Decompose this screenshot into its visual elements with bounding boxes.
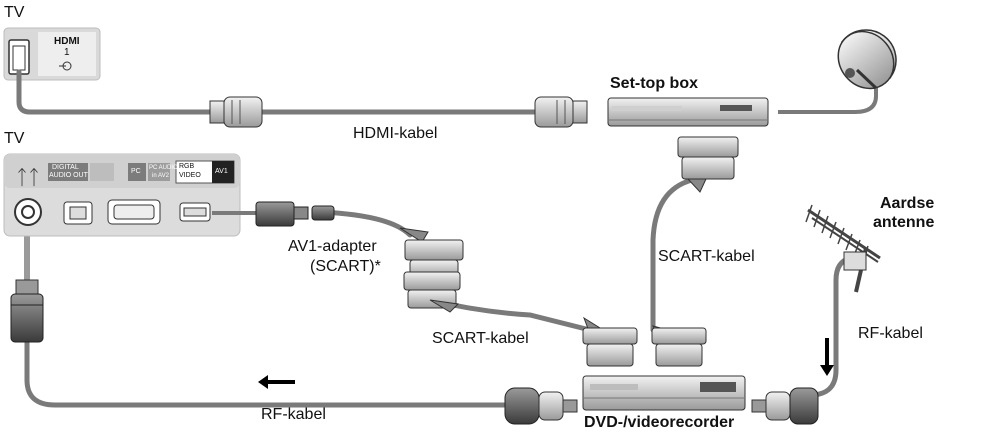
hdmi-port-label-line1: HDMI xyxy=(54,36,80,47)
scart-cable-middle-label: SCART-kabel xyxy=(432,330,529,347)
rf-cable-right-line xyxy=(807,255,853,398)
terrestrial-antenna xyxy=(805,204,881,293)
av1-adapter-plug xyxy=(212,201,335,227)
panel-digital-line1: DIGITAL xyxy=(52,164,79,171)
panel-video: VIDEO xyxy=(179,172,201,179)
rf-cable-bottom-label: RF-kabel xyxy=(261,406,326,423)
settop-box-device xyxy=(607,97,769,127)
scart-plug-settop xyxy=(677,136,739,193)
scart-plug-recorder-left xyxy=(582,316,638,367)
aardse-antenne-label-line2: antenne xyxy=(873,214,935,231)
recorder-device xyxy=(582,375,746,411)
rf-plug-tv xyxy=(10,279,44,343)
arrow-down-icon xyxy=(820,338,834,376)
hdmi-cable-line xyxy=(16,69,213,115)
panel-pc-audio-line1: PC AUDIO xyxy=(149,165,178,171)
tv-connector-panel: ᛏᛏ xyxy=(3,153,241,237)
svg-text:ᛏᛏ: ᛏᛏ xyxy=(16,167,40,189)
hdmi-port-label-line2: 1 xyxy=(64,47,70,58)
hdmi-input-icon xyxy=(59,61,72,71)
panel-pc-audio-line2: in AV2 xyxy=(152,173,169,179)
scart-cable-right-line xyxy=(650,177,695,333)
satellite-dish xyxy=(778,29,897,114)
rf-cable-bottom-line xyxy=(24,337,508,408)
rf-plug-recorder-right xyxy=(751,387,819,425)
scart-cable-right-label: SCART-kabel xyxy=(658,248,755,265)
rf-plug-recorder-left xyxy=(504,387,578,425)
panel-digital-line2: AUDIO OUT xyxy=(49,172,88,179)
direction-arrows xyxy=(258,338,834,389)
scart-plug-recorder-right xyxy=(651,325,707,367)
hdmi-plug-left xyxy=(209,96,263,128)
hdmi-plug-right xyxy=(534,96,588,128)
tv-top-label: TV xyxy=(4,4,25,21)
arrow-left-icon xyxy=(258,375,295,389)
settop-box-label: Set-top box xyxy=(610,75,698,92)
tv-bottom-label: TV xyxy=(4,130,25,147)
av1-adapter-label-line2: (SCART)* xyxy=(310,258,381,275)
rf-cable-right-label: RF-kabel xyxy=(858,325,923,342)
panel-av1: AV1 xyxy=(215,168,228,175)
panel-pc: PC xyxy=(131,168,141,175)
av1-adapter-label-line1: AV1-adapter xyxy=(288,238,377,255)
aardse-antenne-label-line1: Aardse xyxy=(880,195,935,212)
hdmi-cable-label: HDMI-kabel xyxy=(353,125,438,142)
panel-rgb: RGB xyxy=(179,163,195,170)
tv-hdmi-panel xyxy=(3,27,101,81)
scart-plug-cable-start xyxy=(403,271,461,313)
recorder-label: DVD-/videorecorder xyxy=(584,414,735,431)
